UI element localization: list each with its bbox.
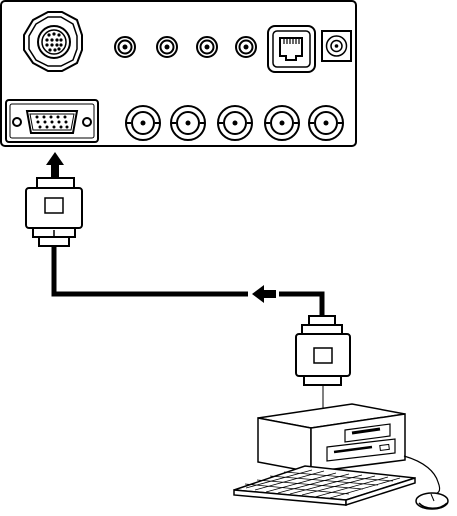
bnc-jack	[171, 106, 205, 140]
desktop-computer	[234, 404, 448, 509]
keyboard	[234, 466, 415, 505]
bnc-jack	[126, 106, 160, 140]
audio-jack	[236, 37, 256, 57]
audio-jack	[157, 37, 177, 57]
bnc-jack	[265, 106, 299, 140]
vga-cable	[54, 246, 322, 316]
mouse-cable	[404, 456, 440, 494]
vga-connector-device-end	[26, 178, 82, 246]
up-arrow	[46, 152, 64, 178]
audio-jack	[115, 37, 135, 57]
vga-port	[6, 100, 98, 142]
vga-connector-computer-end	[296, 316, 350, 412]
modular-jack	[268, 26, 315, 72]
bnc-jack	[309, 106, 343, 140]
audio-jack	[197, 37, 217, 57]
dc-jack	[322, 31, 351, 61]
left-arrow	[252, 285, 276, 303]
mouse	[416, 493, 448, 509]
bnc-jack	[218, 106, 252, 140]
multi-pin-din-connector	[24, 12, 82, 71]
rear-connector-panel	[1, 1, 356, 146]
